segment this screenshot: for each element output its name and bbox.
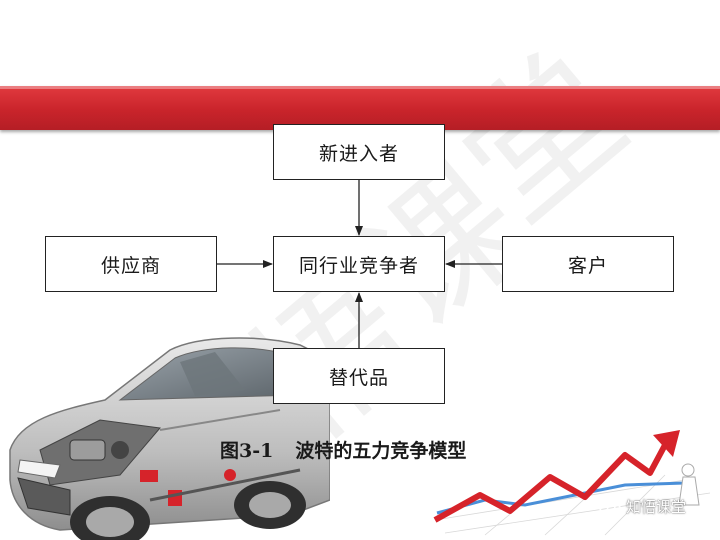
node-substitutes: 替代品 [273, 348, 445, 404]
figure-title: 波特的五力竞争模型 [295, 440, 467, 462]
header-banner [0, 86, 720, 130]
node-new-entrants: 新进入者 [273, 124, 445, 180]
watermark-logo: 知悟课堂 [598, 496, 686, 517]
node-customers: 客户 [502, 236, 674, 292]
node-label: 供应商 [100, 254, 161, 277]
node-label: 替代品 [328, 366, 389, 389]
logo-text: 知悟课堂 [626, 498, 687, 516]
node-label: 客户 [567, 254, 608, 277]
node-label: 同行业竞争者 [298, 254, 419, 277]
node-label: 新进入者 [318, 142, 399, 165]
figure-caption: 图3-1 波特的五力竞争模型 [220, 436, 466, 463]
node-suppliers: 供应商 [45, 236, 217, 292]
wechat-icon [598, 498, 622, 515]
figure-number: 图3-1 [220, 440, 274, 462]
banner-shine [0, 86, 720, 89]
node-industry-competitors: 同行业竞争者 [273, 236, 445, 292]
growth-chart-illustration [433, 430, 711, 536]
car-illustration [9, 337, 330, 540]
